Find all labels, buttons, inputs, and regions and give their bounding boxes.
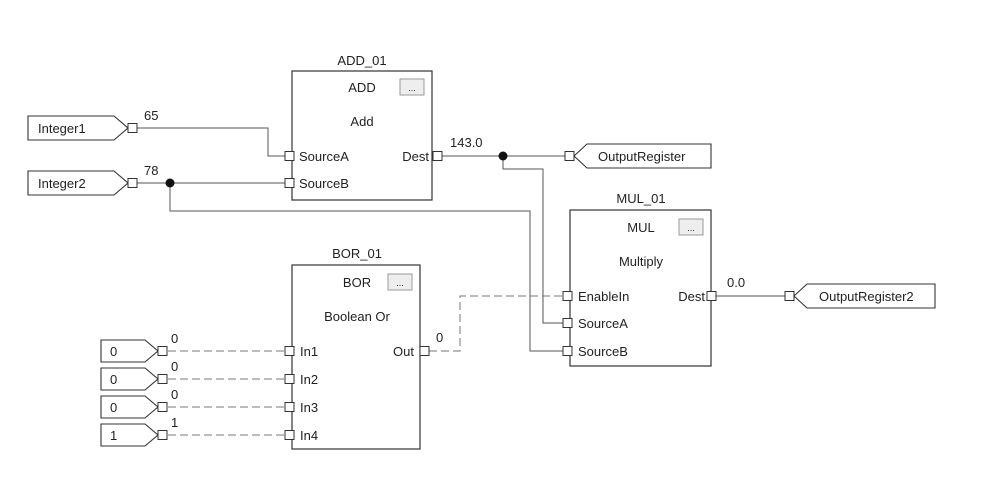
junction-dot-integer2 [165, 178, 175, 188]
constant-input-4[interactable]: 1 [100, 423, 168, 447]
wire-value-bor-out: 0 [436, 330, 443, 345]
pin-label-sourcea: SourceA [578, 316, 628, 331]
wire-value-integer1: 65 [144, 108, 158, 123]
pin-label-sourcea: SourceA [299, 149, 349, 164]
constant-input-1[interactable]: 0 [100, 339, 168, 363]
input-reference-label: Integer1 [38, 121, 86, 136]
constant-value: 1 [110, 428, 117, 443]
pin-sourcea[interactable] [284, 151, 295, 161]
pin-in2[interactable] [284, 374, 295, 384]
constant-input-3[interactable]: 0 [100, 395, 168, 419]
svg-text:...: ... [396, 278, 404, 288]
constant-input-2[interactable]: 0 [100, 367, 168, 391]
wires [137, 127, 785, 436]
pin-label-in1: In1 [300, 344, 318, 359]
pin-in1[interactable] [284, 346, 295, 356]
svg-text:...: ... [687, 223, 695, 233]
junction-dot-add-dest [498, 151, 508, 161]
pin-dest[interactable] [706, 291, 717, 301]
block-description: Multiply [619, 254, 664, 269]
wire-integer1-to-add-sourcea [137, 127, 285, 157]
wire-value-const-2: 0 [171, 359, 178, 374]
block-mnemonic: ADD [348, 80, 375, 95]
wire-value-mul-dest: 0.0 [727, 275, 745, 290]
block-properties-button[interactable]: ... [678, 218, 704, 236]
pin-label-dest: Dest [402, 149, 429, 164]
block-description: Boolean Or [324, 309, 390, 324]
constant-value: 0 [110, 400, 117, 415]
wire-value-integer2: 78 [144, 163, 158, 178]
pin-label-dest: Dest [678, 289, 705, 304]
input-reference-label: Integer2 [38, 176, 86, 191]
block-mnemonic: BOR [343, 275, 371, 290]
mul-block[interactable]: MUL_01 MUL ... Multiply EnableIn SourceA… [562, 191, 717, 367]
pin-sourceb[interactable] [562, 346, 573, 356]
wire-value-add-dest: 143.0 [450, 135, 483, 150]
pin-label-sourceb: SourceB [578, 344, 628, 359]
input-reference-integer2[interactable]: Integer2 [27, 170, 138, 196]
output-reference-outputregister2[interactable]: OutputRegister2 [784, 283, 936, 309]
add-block[interactable]: ADD_01 ADD ... Add SourceA SourceB Dest [284, 53, 443, 201]
svg-text:...: ... [408, 83, 416, 93]
block-properties-button[interactable]: ... [387, 273, 413, 291]
wire-integer2-to-mul-sourceb [169, 183, 563, 352]
pin-sourceb[interactable] [284, 178, 295, 188]
block-mnemonic: MUL [627, 220, 654, 235]
pin-label-enablein: EnableIn [578, 289, 629, 304]
input-reference-integer1[interactable]: Integer1 [27, 115, 138, 141]
block-instance-name: MUL_01 [616, 191, 665, 206]
pin-sourcea[interactable] [562, 318, 573, 328]
pin-dest[interactable] [432, 151, 443, 161]
output-reference-label: OutputRegister [598, 149, 686, 164]
constant-value: 0 [110, 344, 117, 359]
output-reference-outputregister[interactable]: OutputRegister [564, 143, 712, 169]
wire-value-const-1: 0 [171, 331, 178, 346]
block-description: Add [350, 114, 373, 129]
pin-out[interactable] [419, 346, 430, 356]
wire-value-const-4: 1 [171, 415, 178, 430]
pin-enablein[interactable] [562, 291, 573, 301]
wire-add-dest-to-mul-sourcea [502, 156, 563, 324]
pin-in3[interactable] [284, 402, 295, 412]
constant-value: 0 [110, 372, 117, 387]
pin-label-in4: In4 [300, 428, 318, 443]
block-properties-button[interactable]: ... [399, 78, 425, 96]
output-reference-label: OutputRegister2 [819, 289, 914, 304]
pin-label-in2: In2 [300, 372, 318, 387]
wire-bor-out-to-mul-enablein [429, 295, 563, 352]
pin-label-sourceb: SourceB [299, 176, 349, 191]
pin-label-in3: In3 [300, 400, 318, 415]
pin-label-out: Out [393, 344, 414, 359]
block-instance-name: ADD_01 [337, 53, 386, 68]
wire-value-const-3: 0 [171, 387, 178, 402]
pin-in4[interactable] [284, 430, 295, 440]
block-instance-name: BOR_01 [332, 246, 382, 261]
bor-block[interactable]: BOR_01 BOR ... Boolean Or In1 In2 In3 In… [284, 246, 430, 450]
